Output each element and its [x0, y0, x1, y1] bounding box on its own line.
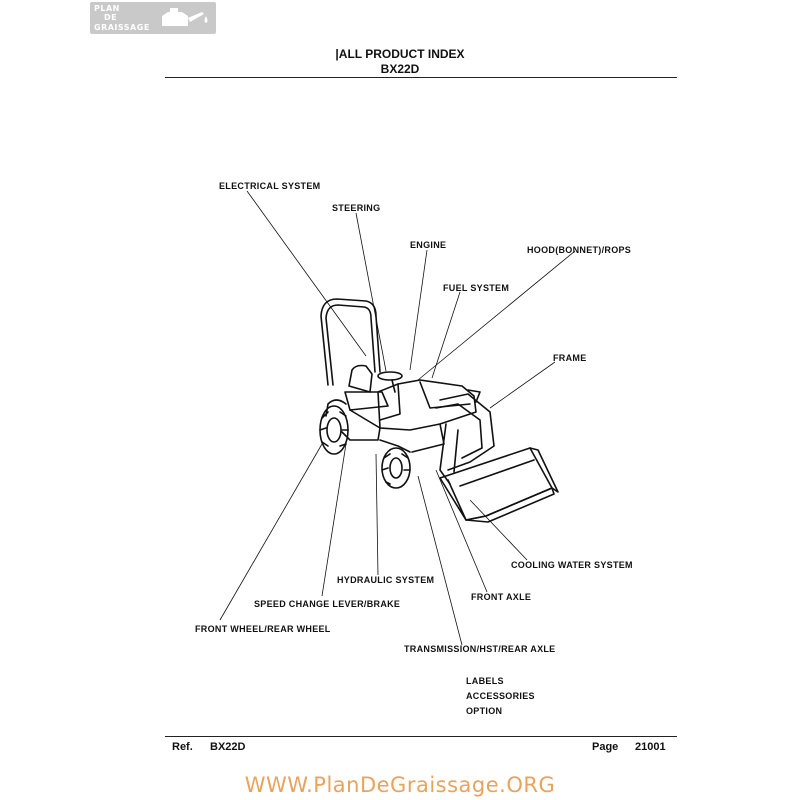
page-title: |ALL PRODUCT INDEX [335, 47, 465, 61]
label-fuel-system[interactable]: FUEL SYSTEM [443, 283, 510, 293]
label-frame[interactable]: FRAME [553, 353, 587, 363]
footer-rule [165, 736, 677, 737]
label-front-wheel-rear-wheel[interactable]: FRONT WHEEL/REAR WHEEL [195, 624, 331, 634]
footer-page-label: Page [592, 741, 619, 753]
label-electrical-system[interactable]: ELECTRICAL SYSTEM [219, 181, 321, 191]
model-title: BX22D [380, 62, 420, 76]
label-labels[interactable]: LABELS [466, 676, 504, 686]
logo-line-2: DE [104, 13, 118, 22]
label-engine[interactable]: ENGINE [410, 240, 447, 250]
label-hood-rops[interactable]: HOOD(BONNET)/ROPS [527, 245, 632, 255]
header-rule [165, 77, 677, 78]
label-accessories[interactable]: ACCESSORIES [466, 691, 535, 701]
oil-can-icon [162, 8, 208, 26]
label-hydraulic-system[interactable]: HYDRAULIC SYSTEM [337, 575, 435, 585]
label-option[interactable]: OPTION [466, 706, 503, 716]
label-front-axle[interactable]: FRONT AXLE [471, 592, 532, 602]
website-watermark: WWW.PlanDeGraissage.ORG [244, 773, 556, 797]
label-transmission-hst-rear-axle[interactable]: TRANSMISSION/HST/REAR AXLE [404, 644, 556, 654]
footer-ref-value: BX22D [210, 741, 246, 753]
label-steering[interactable]: STEERING [332, 203, 381, 213]
label-speed-change-lever-brake[interactable]: SPEED CHANGE LEVER/BRAKE [254, 599, 401, 609]
footer-page-value: 21001 [635, 741, 666, 753]
plan-de-graissage-logo: PLAN DE GRAISSAGE [90, 2, 216, 34]
label-cooling-water-system[interactable]: COOLING WATER SYSTEM [511, 560, 633, 570]
footer-ref-label: Ref. [172, 741, 193, 753]
logo-line-1: PLAN [94, 4, 120, 13]
logo-line-3: GRAISSAGE [94, 23, 150, 32]
